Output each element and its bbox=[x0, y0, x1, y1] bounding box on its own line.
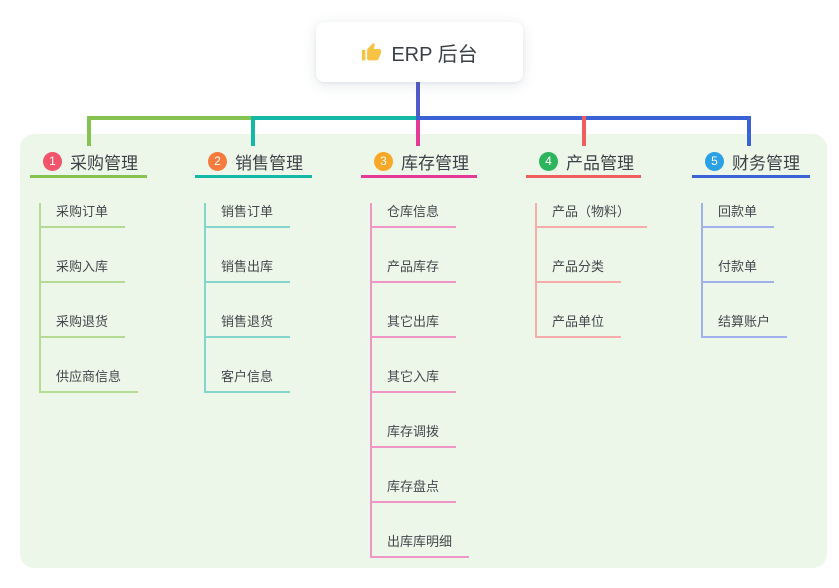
thumbs-up-icon bbox=[362, 42, 382, 60]
branch-items-inventory: 仓库信息 产品库存 其它出库 其它入库 库存调拨 库存盘点 出库库明细 bbox=[370, 203, 470, 558]
branch-badge: 5 bbox=[705, 152, 724, 171]
branch-header-sales[interactable]: 2 销售管理 bbox=[195, 148, 312, 178]
mindmap-node[interactable]: 采购入库 bbox=[41, 258, 126, 283]
mindmap-node[interactable]: 库存盘点 bbox=[372, 478, 457, 503]
branch-purchase: 1 采购管理 采购订单 采购入库 采购退货 供应商信息 bbox=[30, 148, 147, 393]
mindmap-node[interactable]: 仓库信息 bbox=[372, 203, 457, 228]
mindmap-node[interactable]: 销售退货 bbox=[206, 313, 291, 338]
mindmap-node[interactable]: 供应商信息 bbox=[41, 368, 139, 393]
connector-bus-teal bbox=[255, 116, 416, 120]
branch-finance: 5 财务管理 回款单 付款单 结算账户 bbox=[692, 148, 810, 338]
mindmap-node[interactable]: 销售出库 bbox=[206, 258, 291, 283]
connector-branch-inventory bbox=[416, 120, 420, 146]
mindmap-node[interactable]: 付款单 bbox=[703, 258, 775, 283]
branch-header-finance[interactable]: 5 财务管理 bbox=[692, 148, 810, 178]
branch-sales: 2 销售管理 销售订单 销售出库 销售退货 客户信息 bbox=[195, 148, 312, 393]
mindmap-node[interactable]: 产品库存 bbox=[372, 258, 457, 283]
branch-label: 财务管理 bbox=[732, 154, 800, 173]
mindmap-node[interactable]: 产品单位 bbox=[537, 313, 622, 338]
branch-items-finance: 回款单 付款单 结算账户 bbox=[701, 203, 788, 338]
mindmap-node[interactable]: 产品分类 bbox=[537, 258, 622, 283]
branch-badge: 1 bbox=[43, 152, 62, 171]
mindmap-node[interactable]: 回款单 bbox=[703, 203, 775, 228]
branch-header-purchase[interactable]: 1 采购管理 bbox=[30, 148, 147, 178]
mindmap-node[interactable]: 客户信息 bbox=[206, 368, 291, 393]
branch-badge: 4 bbox=[539, 152, 558, 171]
mindmap-node[interactable]: 其它出库 bbox=[372, 313, 457, 338]
mindmap-node[interactable]: 结算账户 bbox=[703, 313, 788, 338]
branch-label: 销售管理 bbox=[235, 154, 303, 173]
branch-header-inventory[interactable]: 3 库存管理 bbox=[361, 148, 477, 178]
branch-label: 库存管理 bbox=[401, 154, 469, 173]
mindmap-node[interactable]: 出库库明细 bbox=[372, 533, 470, 558]
root-node[interactable]: ERP 后台 bbox=[316, 22, 523, 82]
branch-product: 4 产品管理 产品（物料） 产品分类 产品单位 bbox=[526, 148, 648, 338]
branch-badge: 3 bbox=[374, 152, 393, 171]
connector-bus-green bbox=[87, 116, 256, 120]
branch-items-product: 产品（物料） 产品分类 产品单位 bbox=[535, 203, 648, 338]
branch-items-sales: 销售订单 销售出库 销售退货 客户信息 bbox=[204, 203, 291, 393]
mindmap-node[interactable]: 采购退货 bbox=[41, 313, 126, 338]
branch-label: 采购管理 bbox=[70, 154, 138, 173]
branch-header-product[interactable]: 4 产品管理 bbox=[526, 148, 641, 178]
branch-inventory: 3 库存管理 仓库信息 产品库存 其它出库 其它入库 库存调拨 库存盘点 出库库… bbox=[361, 148, 477, 558]
mindmap-node[interactable]: 其它入库 bbox=[372, 368, 457, 393]
root-node-label: ERP 后台 bbox=[391, 43, 478, 66]
mindmap-node[interactable]: 销售订单 bbox=[206, 203, 291, 228]
mindmap-node[interactable]: 采购订单 bbox=[41, 203, 126, 228]
branch-badge: 2 bbox=[208, 152, 227, 171]
mindmap-node[interactable]: 产品（物料） bbox=[537, 203, 648, 228]
connector-branch-finance bbox=[747, 116, 751, 146]
mindmap-node[interactable]: 库存调拨 bbox=[372, 423, 457, 448]
branch-items-purchase: 采购订单 采购入库 采购退货 供应商信息 bbox=[39, 203, 139, 393]
connector-branch-product bbox=[582, 116, 586, 146]
connector-branch-purchase bbox=[87, 116, 91, 146]
connector-branch-sales bbox=[251, 116, 255, 146]
connector-root bbox=[416, 82, 420, 120]
branch-label: 产品管理 bbox=[566, 154, 634, 173]
